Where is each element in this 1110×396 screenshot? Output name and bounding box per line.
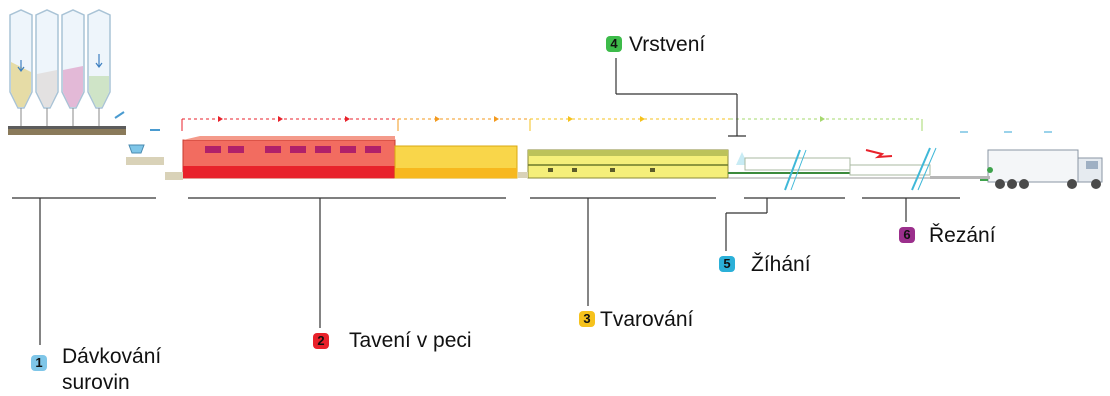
- cutting-section: [849, 147, 937, 191]
- forming-bath: [518, 149, 729, 179]
- step-label-3: Tvarování: [600, 308, 694, 331]
- step-label-1-line1: Dávkování: [62, 345, 162, 368]
- section-brackets: [12, 58, 960, 345]
- step-badge-1: 1: [31, 355, 47, 371]
- batch-conveyor: [8, 129, 126, 135]
- truck-wheels: [995, 179, 1101, 189]
- melting-furnace: [165, 136, 518, 180]
- step-label-5: Žíhání: [751, 253, 811, 276]
- step-badge-4: 4: [606, 36, 622, 52]
- silo: [35, 9, 59, 109]
- silo: [9, 9, 33, 109]
- silo: [61, 9, 85, 109]
- step-label-4: Vrstvení: [629, 33, 706, 56]
- step-label-1: Dávkování surovin: [62, 344, 161, 396]
- delivery-truck: [930, 149, 1103, 189]
- step-badge-5: 5: [719, 256, 735, 272]
- step-badge-3: 3: [579, 311, 595, 327]
- annealing-lehr: [728, 149, 985, 191]
- step-label-1-line2: surovin: [62, 371, 130, 394]
- step-label-2: Tavení v peci: [349, 329, 472, 352]
- raw-material-silos: [8, 9, 164, 165]
- silo-arrows: [17, 54, 103, 72]
- process-flow-line: [181, 116, 1052, 133]
- step-badge-6: 6: [899, 227, 915, 243]
- step-badge-2: 2: [313, 333, 329, 349]
- step-label-6: Řezání: [929, 224, 996, 247]
